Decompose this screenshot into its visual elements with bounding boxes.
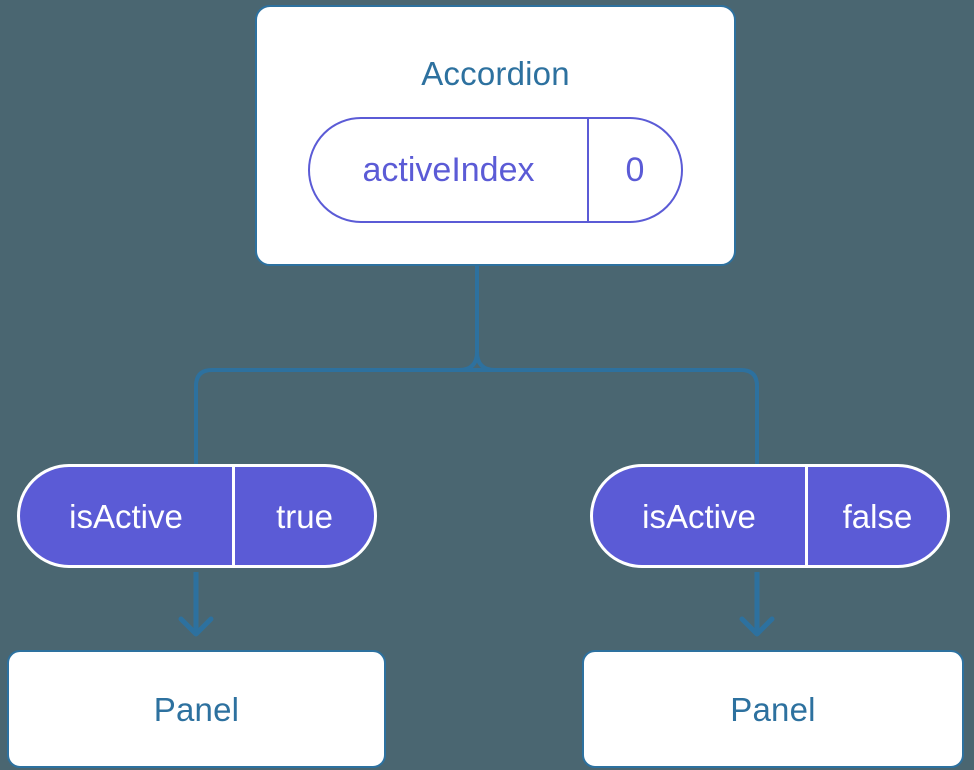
prop-pill-is-active-true-value: true [276,497,333,535]
prop-pill-is-active-false[interactable]: isActive false [590,464,950,568]
accordion-title: Accordion [421,55,570,92]
connector-stem [475,266,496,372]
panel-left-title: Panel [153,690,240,728]
panel-right-title: Panel [730,690,816,728]
prop-pill-is-active-false-key: isActive [593,467,808,565]
prop-pill-is-active-true-key: isActive [20,467,235,565]
connector-stem-mirror [458,351,479,372]
arrow-right-head-icon [739,616,775,637]
arrow-left-head-icon [178,616,214,637]
state-pill-active-index-value: 0 [625,151,645,189]
prop-pill-is-active-false-value: false [842,497,913,535]
panel-component-box-right[interactable]: Panel [582,650,964,768]
state-pill-active-index[interactable]: activeIndex 0 [308,117,683,223]
connector-branch-left [194,368,477,464]
panel-component-box-left[interactable]: Panel [7,650,386,768]
connector-branch-right [477,368,759,464]
state-pill-active-index-key: activeIndex [310,119,589,221]
prop-pill-is-active-true[interactable]: isActive true [17,464,377,568]
